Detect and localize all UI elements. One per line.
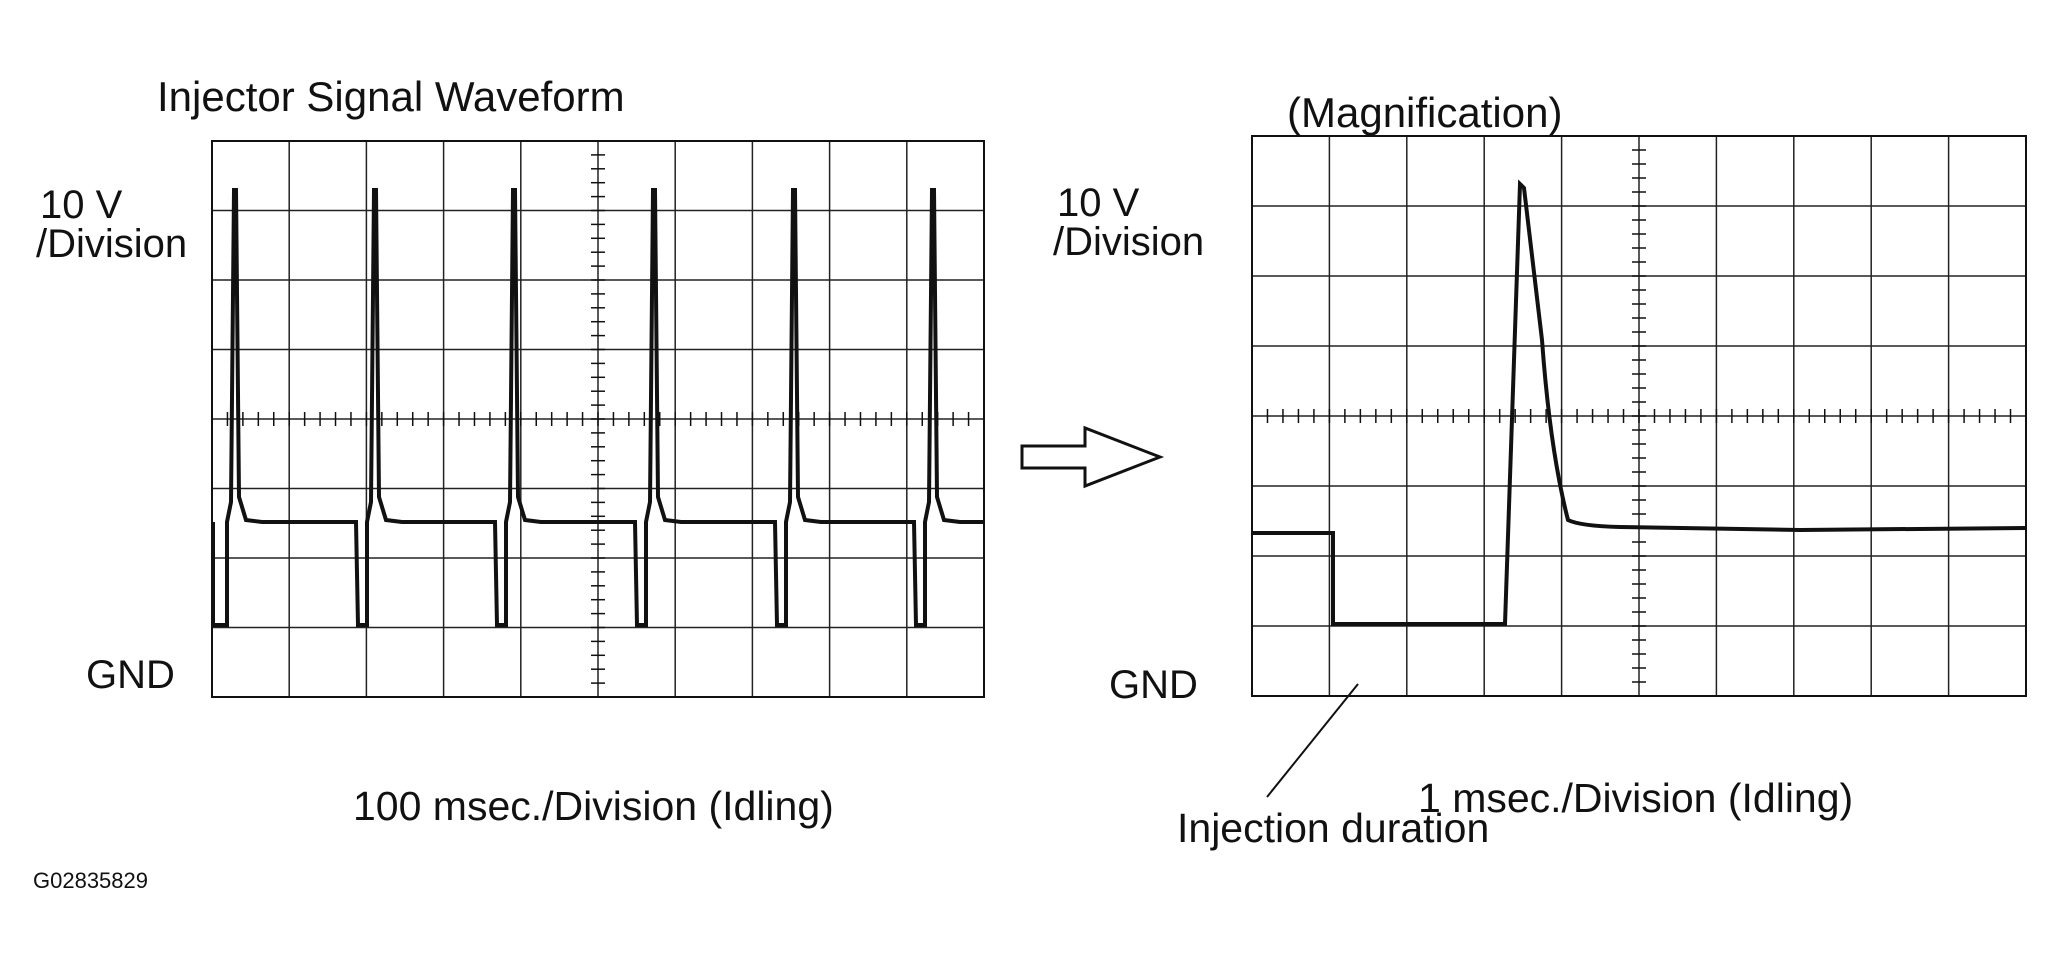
figure-id: G02835829 (33, 868, 148, 893)
left-scope (211, 140, 985, 698)
left-volts-per-division-line2: /Division (36, 222, 188, 266)
left-volts-per-division-line1: 10 V (40, 183, 123, 227)
injection-duration-pointer (1266, 683, 1359, 798)
right-scope-center-ticks (1266, 149, 2012, 683)
injection-duration-label: Injection duration (1177, 805, 1490, 851)
right-scope-frame (1251, 135, 2027, 697)
left-scope-center-ticks (226, 154, 970, 684)
right-timebase-caption: 1 msec./Division (Idling) (1418, 775, 1854, 821)
left-scope-title: Injector Signal Waveform (157, 73, 625, 120)
right-scope-title: (Magnification) (1287, 89, 1563, 136)
hollow-right-arrow-icon (1020, 425, 1165, 489)
left-scope-grid (212, 141, 984, 697)
right-scope (1251, 135, 2027, 697)
right-gnd-label: GND (1109, 663, 1198, 707)
right-volts-per-division-line2: /Division (1053, 220, 1205, 264)
left-timebase-caption: 100 msec./Division (Idling) (353, 783, 834, 829)
left-injector-waveform (211, 188, 984, 627)
right-magnified-waveform (1252, 179, 2027, 626)
right-volts-per-division-line1: 10 V (1057, 181, 1140, 225)
left-scope-frame (211, 140, 985, 698)
left-gnd-label: GND (86, 653, 175, 697)
